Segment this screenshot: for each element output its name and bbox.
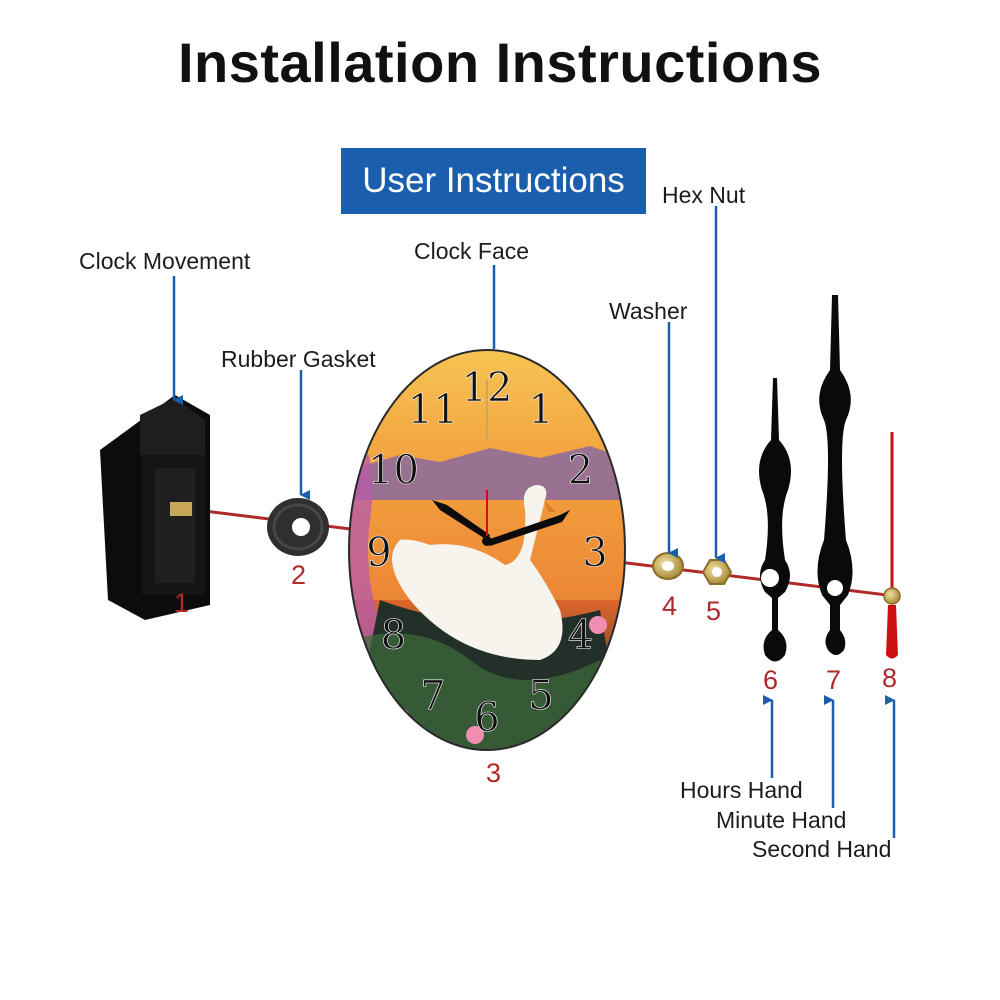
number-2: 2 [291, 560, 307, 590]
clock-numeral-10: 10 [368, 448, 419, 494]
clock-numeral-5: 5 [528, 673, 553, 719]
label-washer: Washer [609, 298, 688, 324]
clock-numeral-1: 1 [528, 387, 553, 433]
number-7: 7 [826, 665, 842, 695]
number-5: 5 [706, 596, 722, 626]
clock-numeral-11: 11 [408, 387, 459, 433]
second-hand-part [883, 432, 901, 659]
clock-numeral-7: 7 [420, 673, 445, 719]
label-clock-movement: Clock Movement [79, 248, 251, 274]
label-hours-hand: Hours Hand [680, 777, 803, 803]
label-hex-nut: Hex Nut [662, 182, 746, 208]
number-6: 6 [763, 665, 779, 695]
clock-numeral-4: 4 [568, 613, 593, 659]
label-clock-face: Clock Face [414, 238, 530, 264]
number-3: 3 [486, 758, 502, 788]
clock-numeral-3: 3 [582, 530, 607, 576]
label-minute-hand: Minute Hand [716, 807, 847, 833]
number-1: 1 [174, 588, 190, 618]
clock-movement-part [100, 395, 210, 620]
rubber-gasket-part [267, 498, 329, 556]
clock-numeral-2: 2 [568, 448, 593, 494]
minute-hand-part [817, 295, 853, 655]
page-title: Installation Instructions [177, 31, 823, 94]
clock-numeral-8: 8 [381, 613, 406, 659]
clock-numeral-12: 12 [462, 365, 513, 411]
clock-numeral-6: 6 [474, 695, 499, 741]
label-rubber-gasket: Rubber Gasket [221, 346, 376, 372]
number-8: 8 [882, 663, 898, 693]
clock-numeral-9: 9 [366, 530, 391, 576]
label-second-hand: Second Hand [752, 836, 892, 862]
washer-part [652, 552, 684, 580]
hours-hand-part [759, 378, 791, 662]
hex-nut-part [701, 559, 733, 585]
number-4: 4 [662, 591, 678, 621]
user-instructions-banner: User Instructions [341, 148, 646, 214]
